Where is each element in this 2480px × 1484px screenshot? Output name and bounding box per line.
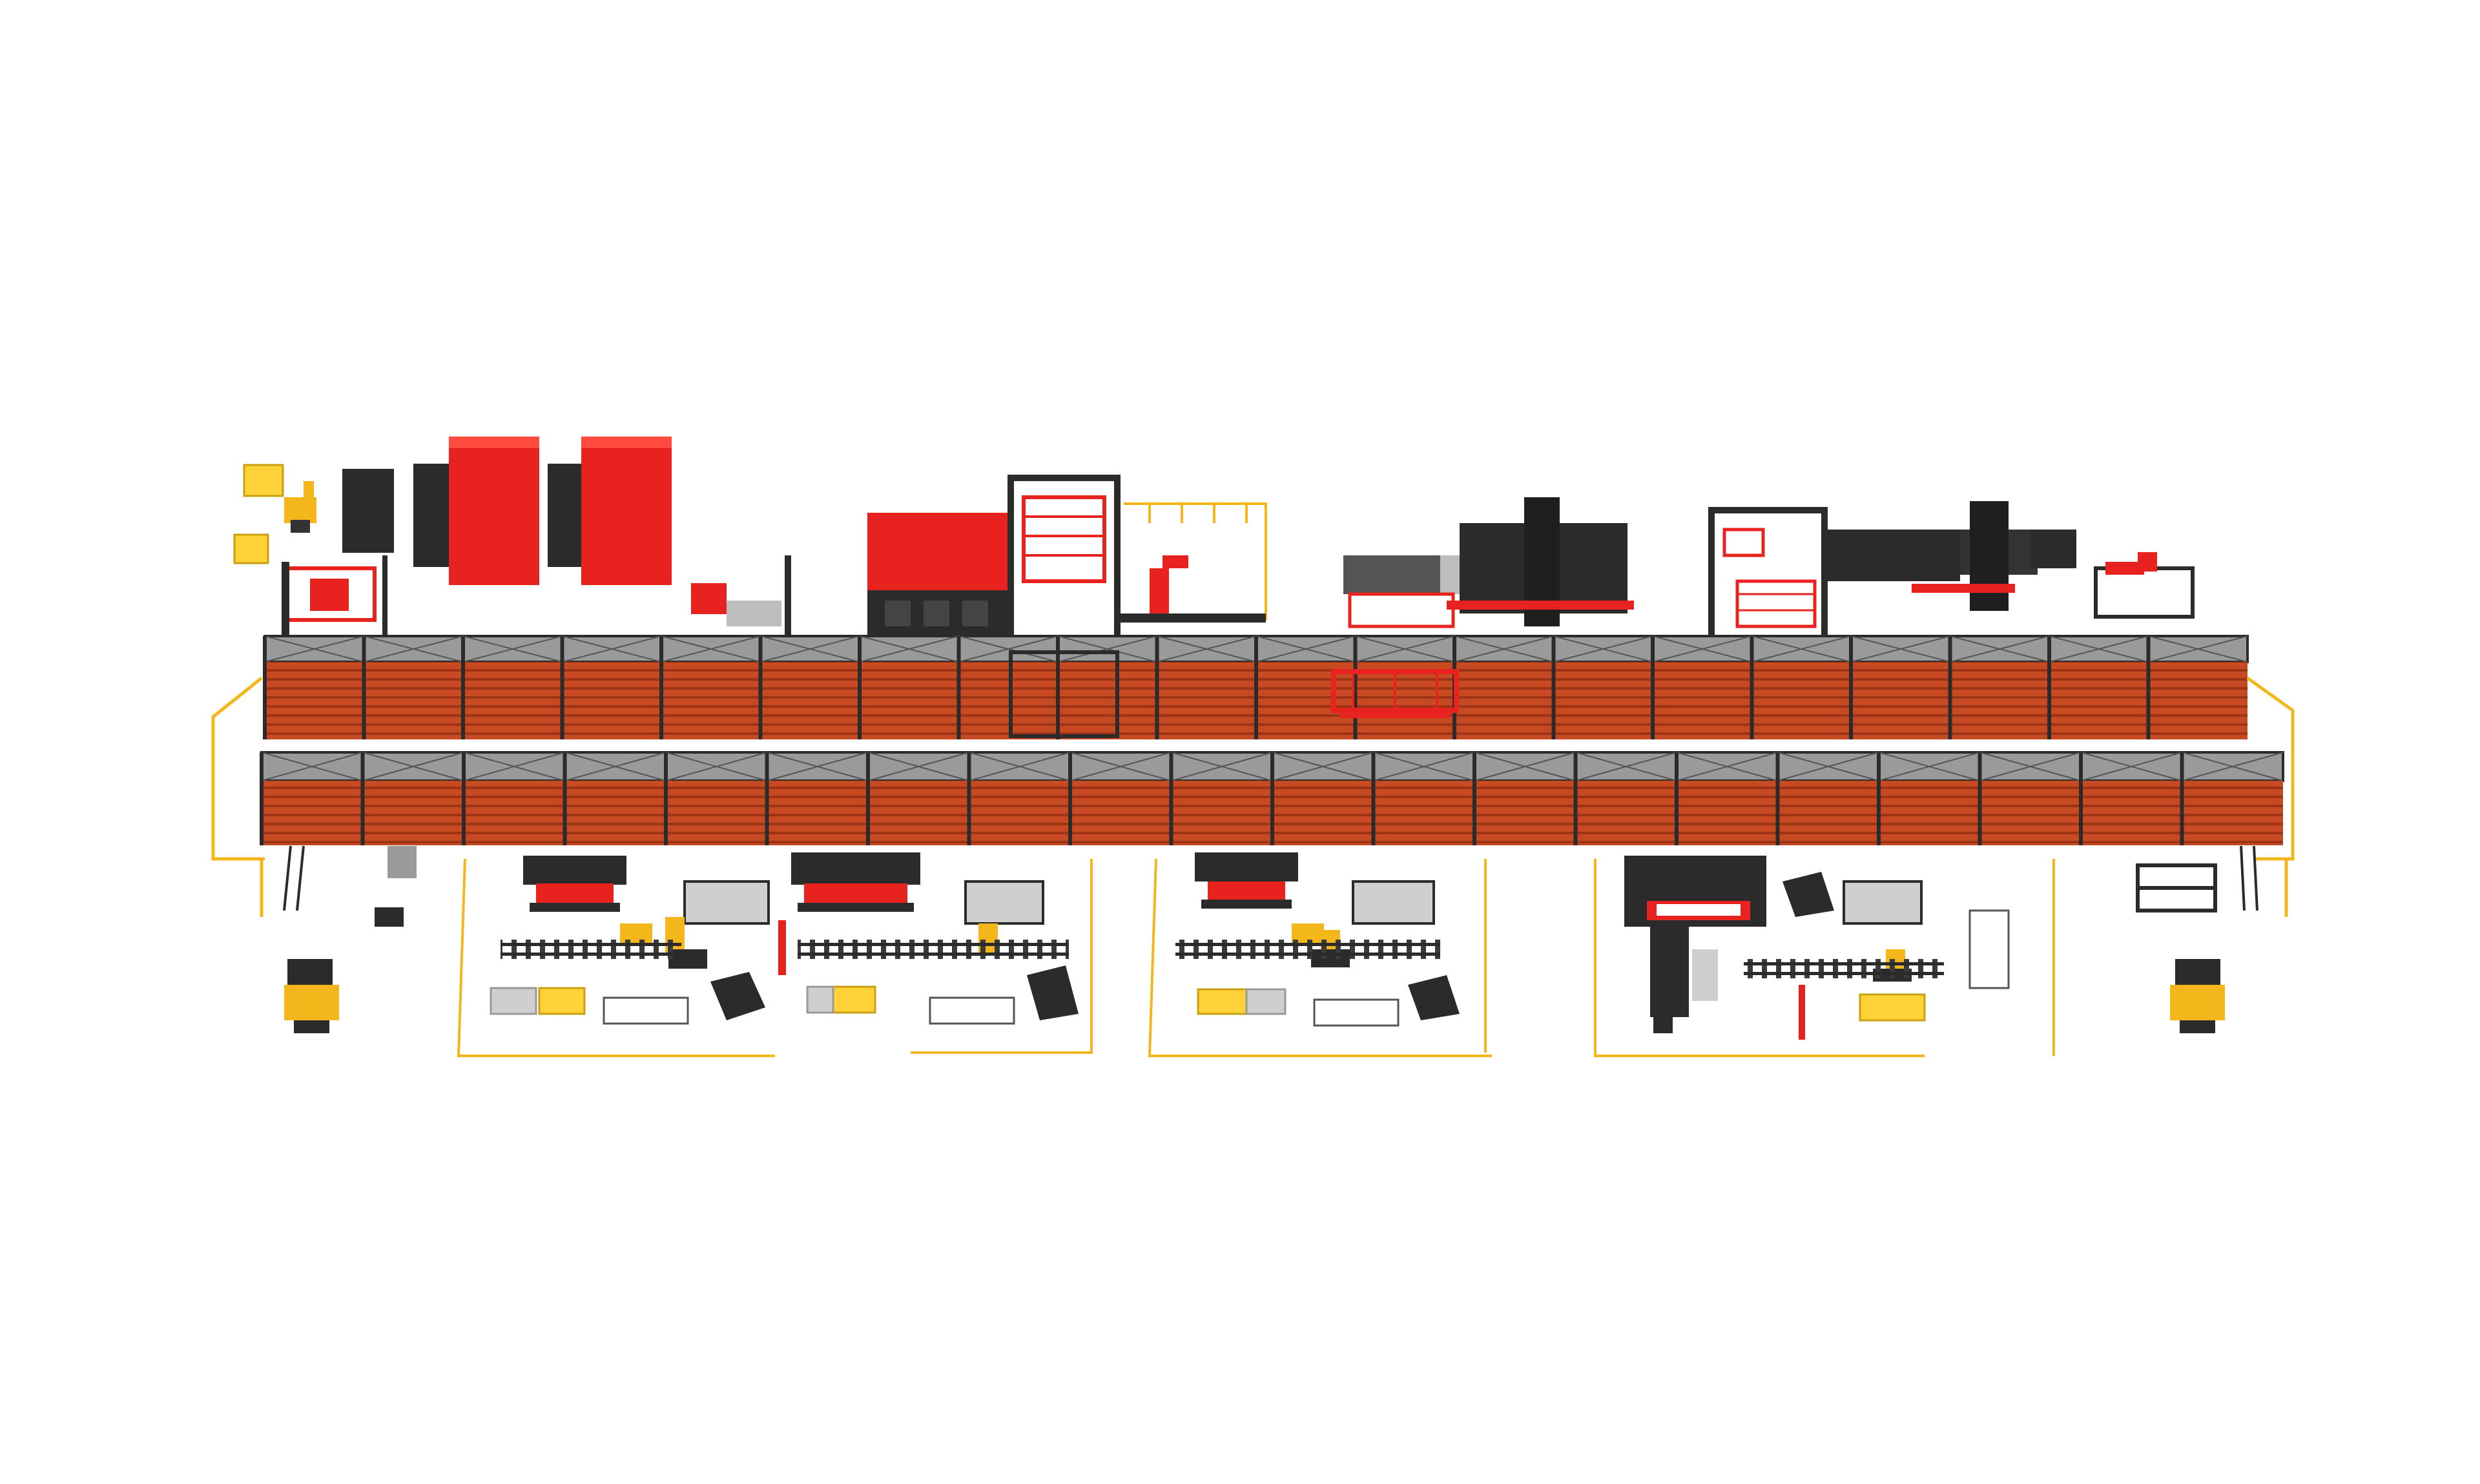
- rack-bay: [263, 635, 364, 739]
- sheet-loader-frame-2: [2094, 552, 2195, 619]
- front-storage-rack: [260, 751, 2284, 845]
- rack-bay: [1155, 635, 1257, 739]
- rack-bay: [1775, 752, 1879, 845]
- welding-robot-upper: [1137, 555, 1188, 623]
- laser-cutter-1: [413, 437, 539, 585]
- control-cabinet-gray: [727, 601, 781, 626]
- safety-fence-upper: [1124, 502, 1267, 620]
- light-curtains: [778, 920, 1805, 1040]
- rack-bay: [1551, 635, 1653, 739]
- wire-cage: [1968, 909, 2010, 989]
- rack-bay: [2047, 635, 2149, 739]
- back-storage-rack: [263, 635, 2249, 739]
- laser-cutter-2: [548, 437, 672, 585]
- rack-bay: [1849, 635, 1950, 739]
- rack-bay: [866, 752, 969, 845]
- electrical-box: [388, 846, 417, 878]
- rack-bay: [260, 752, 363, 845]
- rack-bay: [1353, 635, 1455, 739]
- top-machine-row: [233, 437, 2195, 714]
- rack-bay: [360, 752, 464, 845]
- forklift-left: [284, 959, 339, 1033]
- rack-bay: [1651, 635, 1752, 739]
- sheet-loader-frame-1: [282, 566, 377, 622]
- rack-bay: [1270, 752, 1374, 845]
- punching-machine: [867, 513, 1009, 635]
- rack-bay: [967, 752, 1071, 845]
- transfer-conveyor: [1117, 613, 1266, 623]
- small-pallet-dark: [375, 907, 404, 927]
- pallet-stack-left: [233, 464, 284, 564]
- work-cells: [283, 845, 2258, 1057]
- rack-bay: [462, 752, 565, 845]
- rack-bay: [1877, 752, 1980, 845]
- rack-bay: [1573, 752, 1677, 845]
- rack-bay: [1254, 635, 1356, 739]
- rack-bay: [1472, 752, 1576, 845]
- rack-bay: [1978, 752, 2082, 845]
- press-brake-3: [1195, 852, 1298, 909]
- sheet-tables: [683, 880, 1923, 925]
- control-cabinet-red: [691, 583, 727, 614]
- robot-rails: [501, 940, 1944, 978]
- back-rack-bays: [263, 635, 2248, 739]
- rack-bay: [1948, 635, 2050, 739]
- rack-bay: [461, 635, 563, 739]
- forklift-right: [2170, 959, 2225, 1033]
- rack-bay: [2180, 752, 2284, 845]
- bending-cell-2: [1824, 501, 2076, 611]
- storage-tower-right: [1708, 507, 1828, 643]
- rack-bay: [1068, 752, 1172, 845]
- rack-bay: [758, 635, 860, 739]
- right-side-cart: [2136, 863, 2217, 912]
- rack-bay: [858, 635, 959, 739]
- access-ladders: [283, 845, 2258, 911]
- pallets-front: [538, 985, 1926, 1022]
- red-transfer-cart: [1331, 669, 1459, 718]
- rack-bay: [563, 752, 666, 845]
- material-tower: [342, 469, 394, 553]
- wire-carts: [603, 996, 1400, 1027]
- large-punch-press: [1624, 856, 1766, 1033]
- rack-bay: [2146, 635, 2248, 739]
- rack-bay: [765, 752, 869, 845]
- sheet-stacks-front: [490, 985, 1286, 1015]
- press-brake-1: [523, 856, 626, 912]
- cell-fences: [457, 858, 2055, 1057]
- rack-bay: [659, 635, 761, 739]
- gantry-posts-left: [282, 555, 791, 639]
- rack-bay: [560, 635, 662, 739]
- rack-bay: [1056, 635, 1157, 739]
- rack-bay: [1371, 752, 1475, 845]
- press-brake-2: [791, 852, 920, 912]
- rack-bay: [1750, 635, 1852, 739]
- part-racks-tilted: [710, 872, 1834, 1020]
- rack-bay: [2079, 752, 2182, 845]
- rack-bay: [1675, 752, 1778, 845]
- perimeter-fence: [211, 676, 2295, 917]
- loading-robot: [284, 481, 316, 533]
- rack-bay: [362, 635, 464, 739]
- rack-bay: [1169, 752, 1273, 845]
- rack-bay: [664, 752, 767, 845]
- bending-cell-1: [1343, 497, 1634, 628]
- rack-bay: [956, 635, 1059, 739]
- front-rack-bays: [260, 752, 2284, 845]
